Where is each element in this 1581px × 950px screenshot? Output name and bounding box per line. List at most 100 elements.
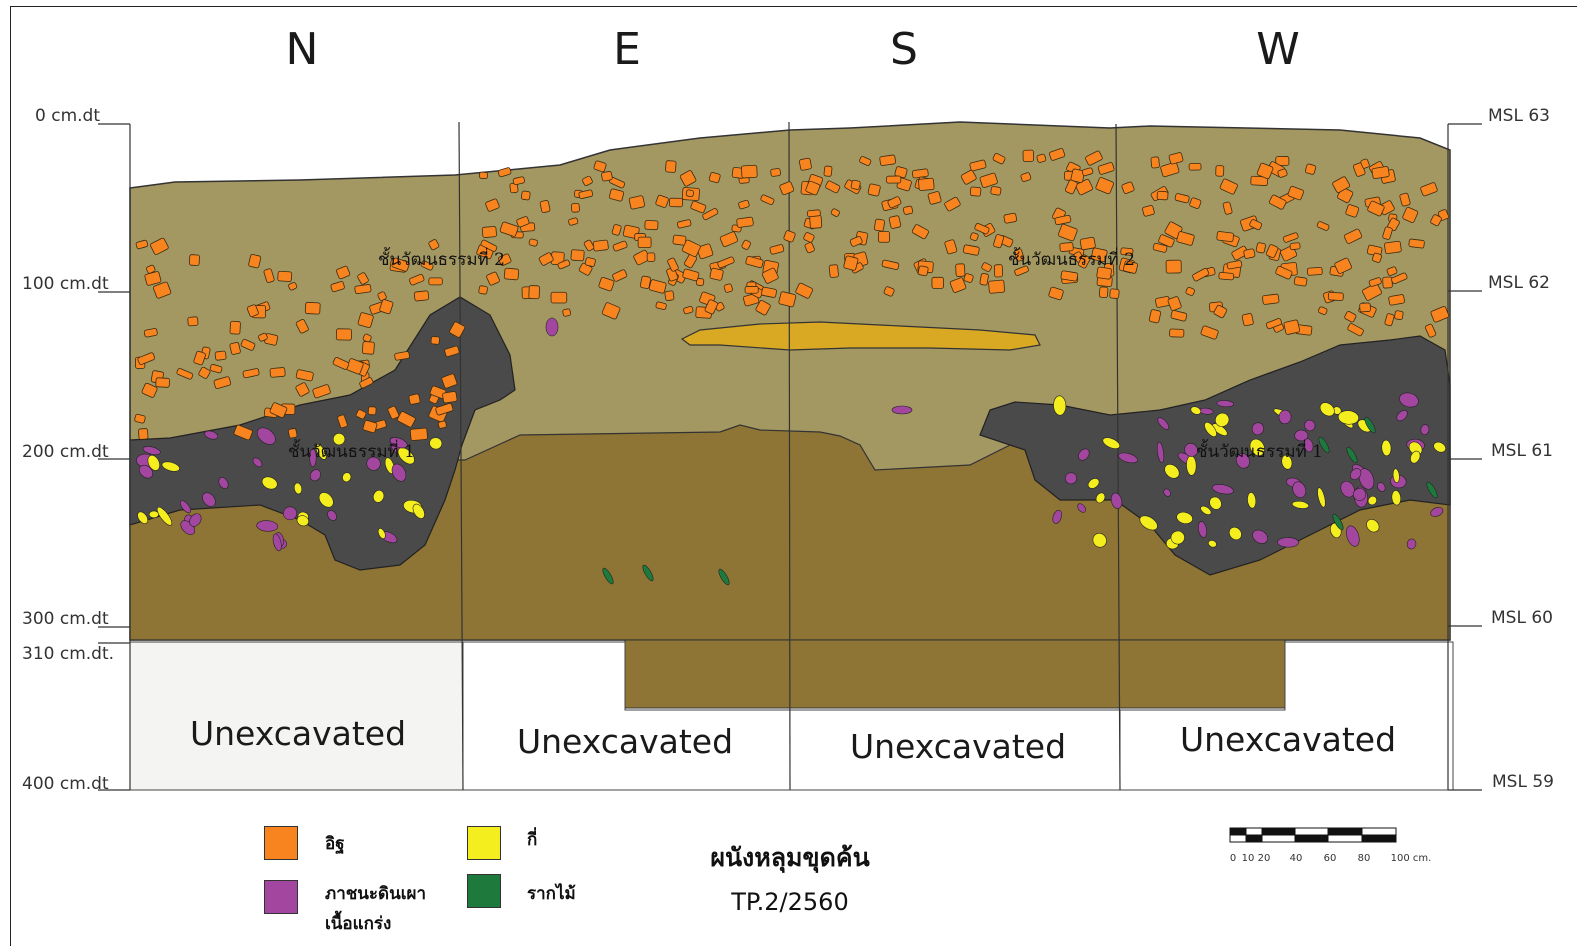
brick-fragment	[770, 168, 781, 177]
pottery-fragment	[1163, 488, 1171, 497]
brick-fragment	[1367, 200, 1385, 217]
layer1-label-north: ชั้นวัฒนธรรมที่ 1	[288, 442, 415, 462]
stone-fragment	[261, 476, 278, 490]
brick-fragment	[354, 284, 372, 295]
brick-fragment	[408, 393, 421, 405]
direction-east: E	[613, 24, 641, 75]
stone-fragment	[1392, 468, 1400, 484]
brick-fragment	[1408, 238, 1425, 249]
pottery-fragment	[366, 456, 381, 471]
stone-fragment	[429, 437, 443, 450]
brick-fragment	[988, 279, 1005, 294]
layer2-label-north: ชั้นวัฒนธรรมที่ 2	[378, 250, 505, 270]
brick-fragment	[1368, 277, 1382, 287]
brick-fragment	[397, 411, 416, 428]
brick-fragment	[214, 350, 227, 361]
brick-fragment	[1226, 260, 1243, 270]
brick-fragment	[1343, 228, 1363, 244]
pottery-fragment	[1358, 468, 1375, 490]
brick-fragment	[931, 276, 944, 289]
brick-fragment	[690, 200, 707, 214]
brick-fragment	[337, 414, 348, 429]
brick-fragment	[993, 234, 1005, 249]
brick-fragment	[655, 301, 667, 310]
brick-fragment	[357, 272, 369, 285]
brick-fragment	[667, 257, 679, 272]
brick-fragment	[974, 223, 990, 235]
stone-fragment	[1204, 422, 1217, 437]
brick-fragment	[428, 239, 440, 251]
brick-fragment	[538, 252, 554, 266]
unexcavated-label-south: Unexcavated	[849, 727, 1067, 766]
brick-fragment	[1003, 212, 1018, 224]
brick-fragment	[1174, 193, 1190, 204]
stone-fragment	[1391, 490, 1402, 506]
brick-fragment	[1192, 268, 1210, 282]
brick-fragment	[486, 271, 500, 286]
stone-fragment	[1102, 437, 1121, 449]
stone-fragment	[1317, 487, 1326, 508]
brick-fragment	[1120, 247, 1134, 256]
stone-fragment	[1337, 410, 1359, 425]
brick-fragment	[1109, 288, 1120, 299]
brick-fragment	[696, 243, 714, 260]
brick-fragment	[1200, 325, 1219, 340]
brick-fragment	[1167, 296, 1182, 311]
brick-fragment	[979, 172, 998, 188]
right-msl-scale	[1447, 123, 1482, 791]
pottery-fragment	[1197, 521, 1208, 538]
brick-fragment	[269, 367, 286, 378]
brick-fragment	[736, 216, 754, 228]
brick-fragment	[1152, 242, 1168, 253]
brick-fragment	[435, 403, 454, 416]
brick-fragment	[702, 208, 719, 221]
brick-fragment	[189, 254, 200, 266]
brick-fragment	[873, 218, 885, 232]
brick-fragment	[584, 257, 596, 267]
brick-fragment	[1384, 313, 1395, 327]
root-fragment	[602, 567, 614, 585]
brick-fragment	[823, 165, 833, 177]
brick-fragment	[277, 270, 293, 282]
brick-fragment	[288, 282, 298, 291]
brick-fragment	[1386, 266, 1398, 276]
brick-fragment	[738, 199, 750, 210]
brick-fragment	[761, 286, 777, 298]
pottery-fragment	[272, 533, 282, 552]
brick-fragment	[1362, 282, 1382, 301]
brick-fragment	[612, 269, 628, 282]
brick-fragment	[611, 224, 622, 236]
brick-fragment	[550, 291, 568, 304]
brick-fragment	[655, 194, 669, 208]
pottery-fragment	[1304, 419, 1316, 432]
brick-fragment	[571, 202, 580, 213]
brick-fragment	[441, 373, 458, 389]
brick-fragment	[583, 239, 595, 252]
brick-fragment	[449, 321, 466, 338]
stone-fragment	[1410, 450, 1421, 464]
brick-fragment	[849, 236, 863, 247]
brick-fragment	[665, 160, 677, 173]
stone-fragment	[1381, 439, 1392, 457]
stone-fragment	[156, 506, 173, 526]
brick-fragment	[437, 420, 447, 429]
brick-fragment	[927, 191, 942, 205]
unexcavated-label-north: Unexcavated	[189, 714, 407, 753]
pottery-fragment	[1252, 529, 1268, 544]
brick-fragment	[480, 239, 498, 252]
brick-fragment	[709, 267, 724, 281]
brick-fragment	[639, 275, 652, 289]
brick-fragment	[685, 189, 695, 198]
brick-fragment	[1148, 309, 1162, 324]
brick-fragment	[1231, 245, 1249, 261]
brick-fragment	[704, 299, 718, 315]
brick-fragment	[394, 351, 410, 361]
brick-fragment	[485, 198, 500, 212]
brick-fragment	[637, 236, 652, 249]
brick-fragment	[1150, 156, 1160, 169]
brick-fragment	[1170, 310, 1188, 322]
brick-fragment	[1420, 182, 1438, 197]
brick-fragment	[1265, 244, 1279, 259]
brick-fragment	[362, 419, 378, 434]
pottery-fragment	[389, 437, 408, 449]
